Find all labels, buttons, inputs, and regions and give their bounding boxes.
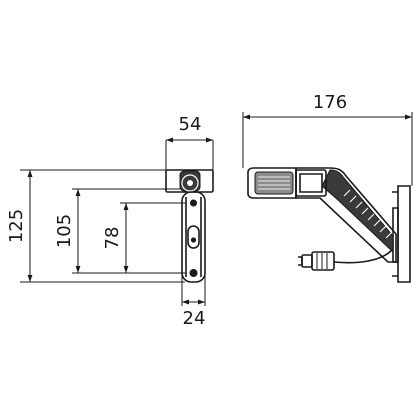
side-connector-grip (316, 253, 328, 269)
dim-label-78: 78 (102, 227, 123, 250)
front-arm-slot (187, 225, 200, 249)
front-arm-inner-lines (185, 197, 202, 277)
side-arm-ridges (343, 189, 393, 239)
front-arm-bolt-top (190, 199, 197, 207)
front-arm-slot-dot (190, 237, 197, 243)
dim-label-54: 54 (179, 114, 202, 135)
side-connector-nut (301, 254, 313, 268)
side-lamp-housing-inner (299, 173, 323, 193)
side-arm-outline (295, 167, 397, 263)
side-lamp-lens (254, 171, 294, 195)
side-lamp-head (247, 167, 297, 199)
front-arm (181, 191, 206, 283)
side-connector-tip (298, 256, 303, 266)
side-lamp-housing (295, 169, 327, 197)
dim-label-176: 176 (313, 92, 347, 113)
front-arm-bolt-bottom (189, 269, 198, 277)
side-view: 176 (242, 92, 413, 283)
side-cable (333, 249, 393, 264)
dim-label-105: 105 (54, 214, 75, 248)
dim-label-125: 125 (6, 209, 27, 243)
front-view: 54 24 125 105 78 (6, 114, 214, 329)
side-connector-body (311, 251, 335, 271)
side-arm-dark-band (321, 169, 394, 254)
front-lamp-ring (181, 174, 199, 192)
side-mount-plate (397, 185, 411, 283)
side-mount-plate-edge (392, 191, 398, 277)
side-lamp-lens-lines (258, 176, 290, 190)
front-lamp-center (187, 180, 193, 186)
dim-label-24: 24 (183, 308, 206, 329)
